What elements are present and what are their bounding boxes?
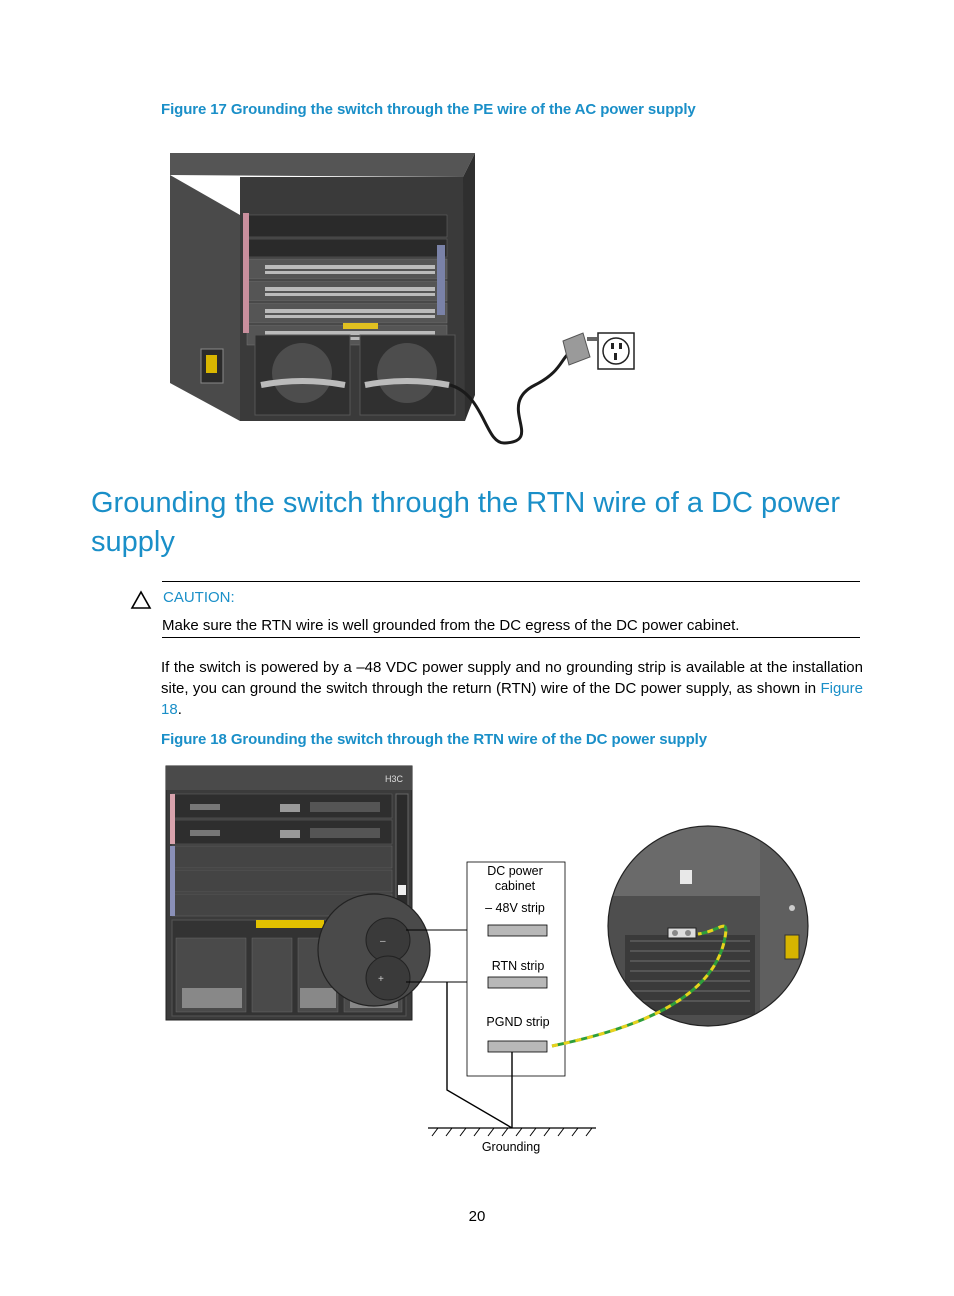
pgnd-cable-yellow xyxy=(551,924,728,1048)
strip-rtn-label: RTN strip xyxy=(492,959,545,973)
figure-18-illustration: H3C – + DC power cabinet – 48V str xyxy=(165,765,809,1154)
svg-text:+: + xyxy=(378,974,384,985)
figure-18-caption: Figure 18 Grounding the switch through t… xyxy=(161,731,707,748)
power-cord xyxy=(449,348,576,445)
caution-bottom-rule xyxy=(162,637,860,638)
rtn-ground-wire xyxy=(446,982,513,1129)
power-plug xyxy=(562,332,597,366)
wall-socket-icon xyxy=(597,332,635,370)
figure-17-caption: Figure 17 Grounding the switch through t… xyxy=(161,101,696,118)
body-text-end: . xyxy=(177,701,182,718)
strip-48v-label: – 48V strip xyxy=(485,901,545,915)
body-paragraph: If the switch is powered by a –48 VDC po… xyxy=(161,657,863,720)
caution-text: Make sure the RTN wire is well grounded … xyxy=(162,617,740,634)
ground-symbol xyxy=(428,1127,596,1137)
svg-text:–: – xyxy=(380,936,386,947)
chassis-left-side xyxy=(170,175,240,421)
dc-power-cabinet xyxy=(466,861,566,1077)
terminal-zoom-circle: – + xyxy=(317,893,431,1007)
caution-triangle-icon xyxy=(130,590,152,609)
cabinet-label-line2: cabinet xyxy=(495,879,536,893)
chassis-right-side xyxy=(463,153,475,421)
strip-48v xyxy=(487,924,548,937)
cabinet-label-line1: DC power xyxy=(487,864,543,878)
strip-pgnd xyxy=(487,1040,548,1053)
grounding-point-zoom-circle xyxy=(607,825,809,1027)
strip-pgnd-label: PGND strip xyxy=(486,1015,549,1029)
dc-card-slots xyxy=(170,793,393,917)
figure-18-link[interactable]: Figure 18 xyxy=(161,680,863,718)
section-title: Grounding the switch through the RTN wir… xyxy=(91,487,840,558)
caution-label: CAUTION: xyxy=(163,589,235,606)
chassis-top xyxy=(170,153,475,177)
body-text: If the switch is powered by a –48 VDC po… xyxy=(161,659,863,697)
figure-17-illustration xyxy=(170,153,635,445)
svg-text:H3C: H3C xyxy=(385,774,404,784)
caution-top-rule xyxy=(162,581,860,582)
page-number: 20 xyxy=(468,1208,486,1225)
grounding-label: Grounding xyxy=(482,1140,540,1154)
strip-rtn xyxy=(487,976,548,989)
